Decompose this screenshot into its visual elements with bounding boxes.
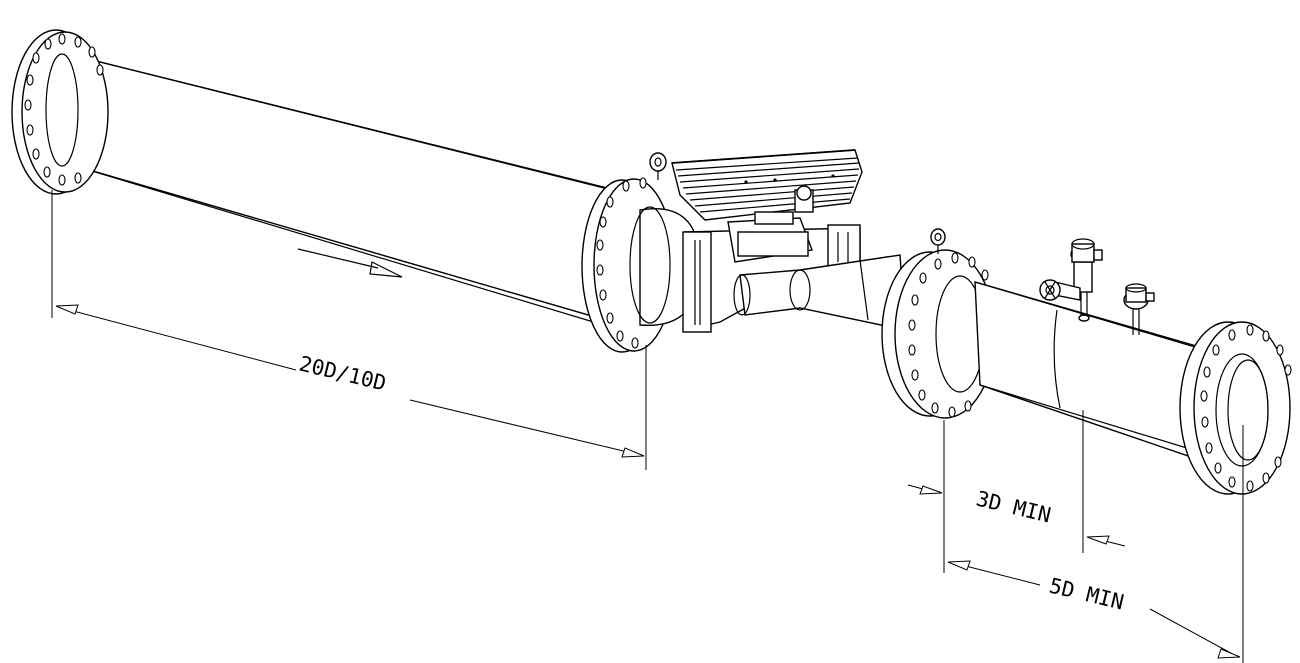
label-downstream-length: 5D MIN xyxy=(1047,574,1126,615)
meter-inlet-flange xyxy=(581,177,701,353)
lifting-eye-meter xyxy=(649,152,667,180)
upstream-pipe xyxy=(48,53,641,331)
outlet-flange-bolt-holes xyxy=(1200,324,1292,492)
inlet-flange-bolt-holes xyxy=(24,33,104,186)
meter-electronics xyxy=(671,149,863,225)
temperature-transmitter xyxy=(1123,283,1155,335)
meter-inlet-flange-bolt-holes xyxy=(596,177,647,349)
label-upstream-length: 20D/10D xyxy=(297,352,389,396)
flow-direction-arrow xyxy=(297,248,403,278)
electronics-fins xyxy=(675,157,860,213)
downstream-pipe xyxy=(974,281,1211,461)
inlet-flange xyxy=(11,29,109,195)
dimension-sensor-spacing: 3D MIN xyxy=(907,410,1126,573)
lifting-eye-downstream xyxy=(930,228,946,254)
outlet-flange xyxy=(1179,321,1292,495)
label-sensor-spacing: 3D MIN xyxy=(974,487,1053,528)
reducer xyxy=(733,254,906,331)
pressure-transmitter xyxy=(1039,238,1103,322)
downstream-inlet-flange-bolt-holes xyxy=(908,252,989,418)
